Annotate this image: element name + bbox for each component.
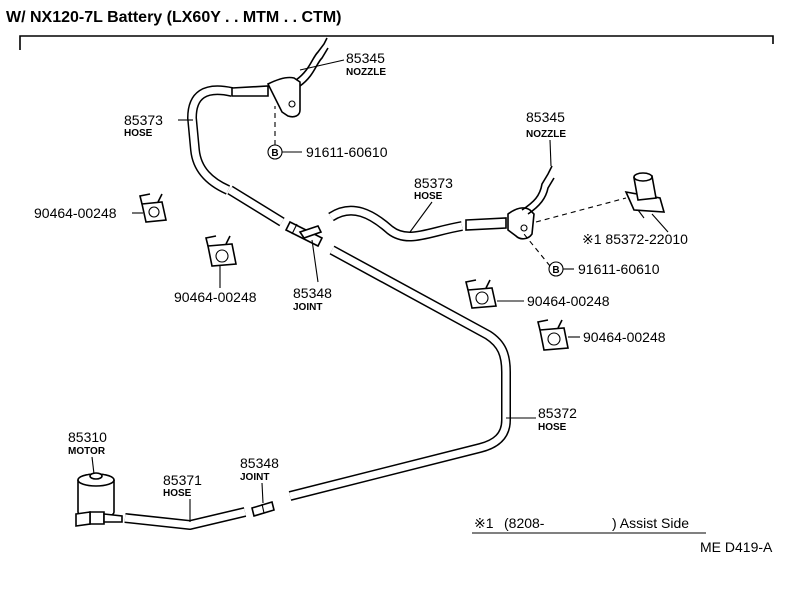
bolt-top: B 91611-60610 xyxy=(267,106,388,160)
footnote-text: (8208- xyxy=(504,515,545,531)
leader-hose-mid xyxy=(409,201,433,233)
hose-mid-caption: HOSE xyxy=(414,191,443,202)
hose-top-left-caption: HOSE xyxy=(124,128,153,139)
leader-nozzle-right xyxy=(549,139,552,167)
bolt-right-number: 91611-60610 xyxy=(578,261,660,277)
leader-motor xyxy=(91,456,95,475)
clamp-left-b-number: 90464-00248 xyxy=(174,289,257,305)
clamp-left-a-number: 90464-00248 xyxy=(34,205,117,221)
leader-joint-low xyxy=(261,482,264,504)
joint-low-caption: JOINT xyxy=(240,472,269,483)
clamp-right-a-number: 90464-00248 xyxy=(527,293,610,309)
hose-long-caption: HOSE xyxy=(538,422,567,433)
joint-low-number: 85348 xyxy=(240,455,279,471)
joint-mid-number: 85348 xyxy=(293,285,332,301)
nozzle-top-number: 85345 xyxy=(346,50,385,66)
leader-nozzle-assist xyxy=(651,213,669,233)
hose-mid-number: 85373 xyxy=(414,175,453,191)
diagram-title: W/ NX120-7L Battery (LX60Y . . MTM . . C… xyxy=(6,9,341,26)
clamp-right-b-number: 90464-00248 xyxy=(583,329,666,345)
hose-motor xyxy=(124,507,247,530)
hose-upper-left-lower xyxy=(227,185,285,227)
clamp-right-a xyxy=(465,279,497,309)
hose-top-left-number: 85373 xyxy=(124,112,163,128)
joint-middle xyxy=(284,220,324,248)
bolt-top-number: 91611-60610 xyxy=(306,144,388,160)
leader-nozzle-top xyxy=(299,59,345,71)
hose-long-number: 85372 xyxy=(538,405,577,421)
nozzle-top xyxy=(231,37,329,118)
leader-joint-mid xyxy=(311,239,319,283)
footnote-tail: ) Assist Side xyxy=(612,515,689,531)
bolt-right-symbol: B xyxy=(552,265,559,276)
nozzle-assist xyxy=(624,172,666,219)
clamp-left-b xyxy=(205,235,237,267)
bolt-top-symbol: B xyxy=(271,148,278,159)
hose-long xyxy=(288,245,511,501)
motor-number: 85310 xyxy=(68,429,107,445)
hose-motor-number: 85371 xyxy=(163,472,202,488)
clamp-right-b xyxy=(537,319,569,351)
title-frame xyxy=(19,35,774,50)
bolt-right: B 91611-60610 xyxy=(523,233,660,277)
assist-link-line xyxy=(535,197,627,223)
joint-mid-caption: JOINT xyxy=(293,302,322,313)
clamp-left-a xyxy=(139,193,167,223)
nozzle-assist-number: ※1 85372-22010 xyxy=(582,231,688,247)
hose-motor-caption: HOSE xyxy=(163,488,192,499)
joint-low xyxy=(251,500,275,518)
nozzle-top-caption: NOZZLE xyxy=(346,67,386,78)
hose-upper-left xyxy=(187,85,234,195)
washer-motor xyxy=(75,472,123,527)
motor-caption: MOTOR xyxy=(68,446,106,457)
nozzle-right-caption: NOZZLE xyxy=(526,129,566,140)
nozzle-right-number: 85345 xyxy=(526,109,565,125)
nozzle-right xyxy=(465,165,555,240)
footnote-mark: ※1 xyxy=(474,515,494,531)
diagram-code: ME D419-A xyxy=(700,539,773,555)
hose-middle xyxy=(328,205,463,242)
